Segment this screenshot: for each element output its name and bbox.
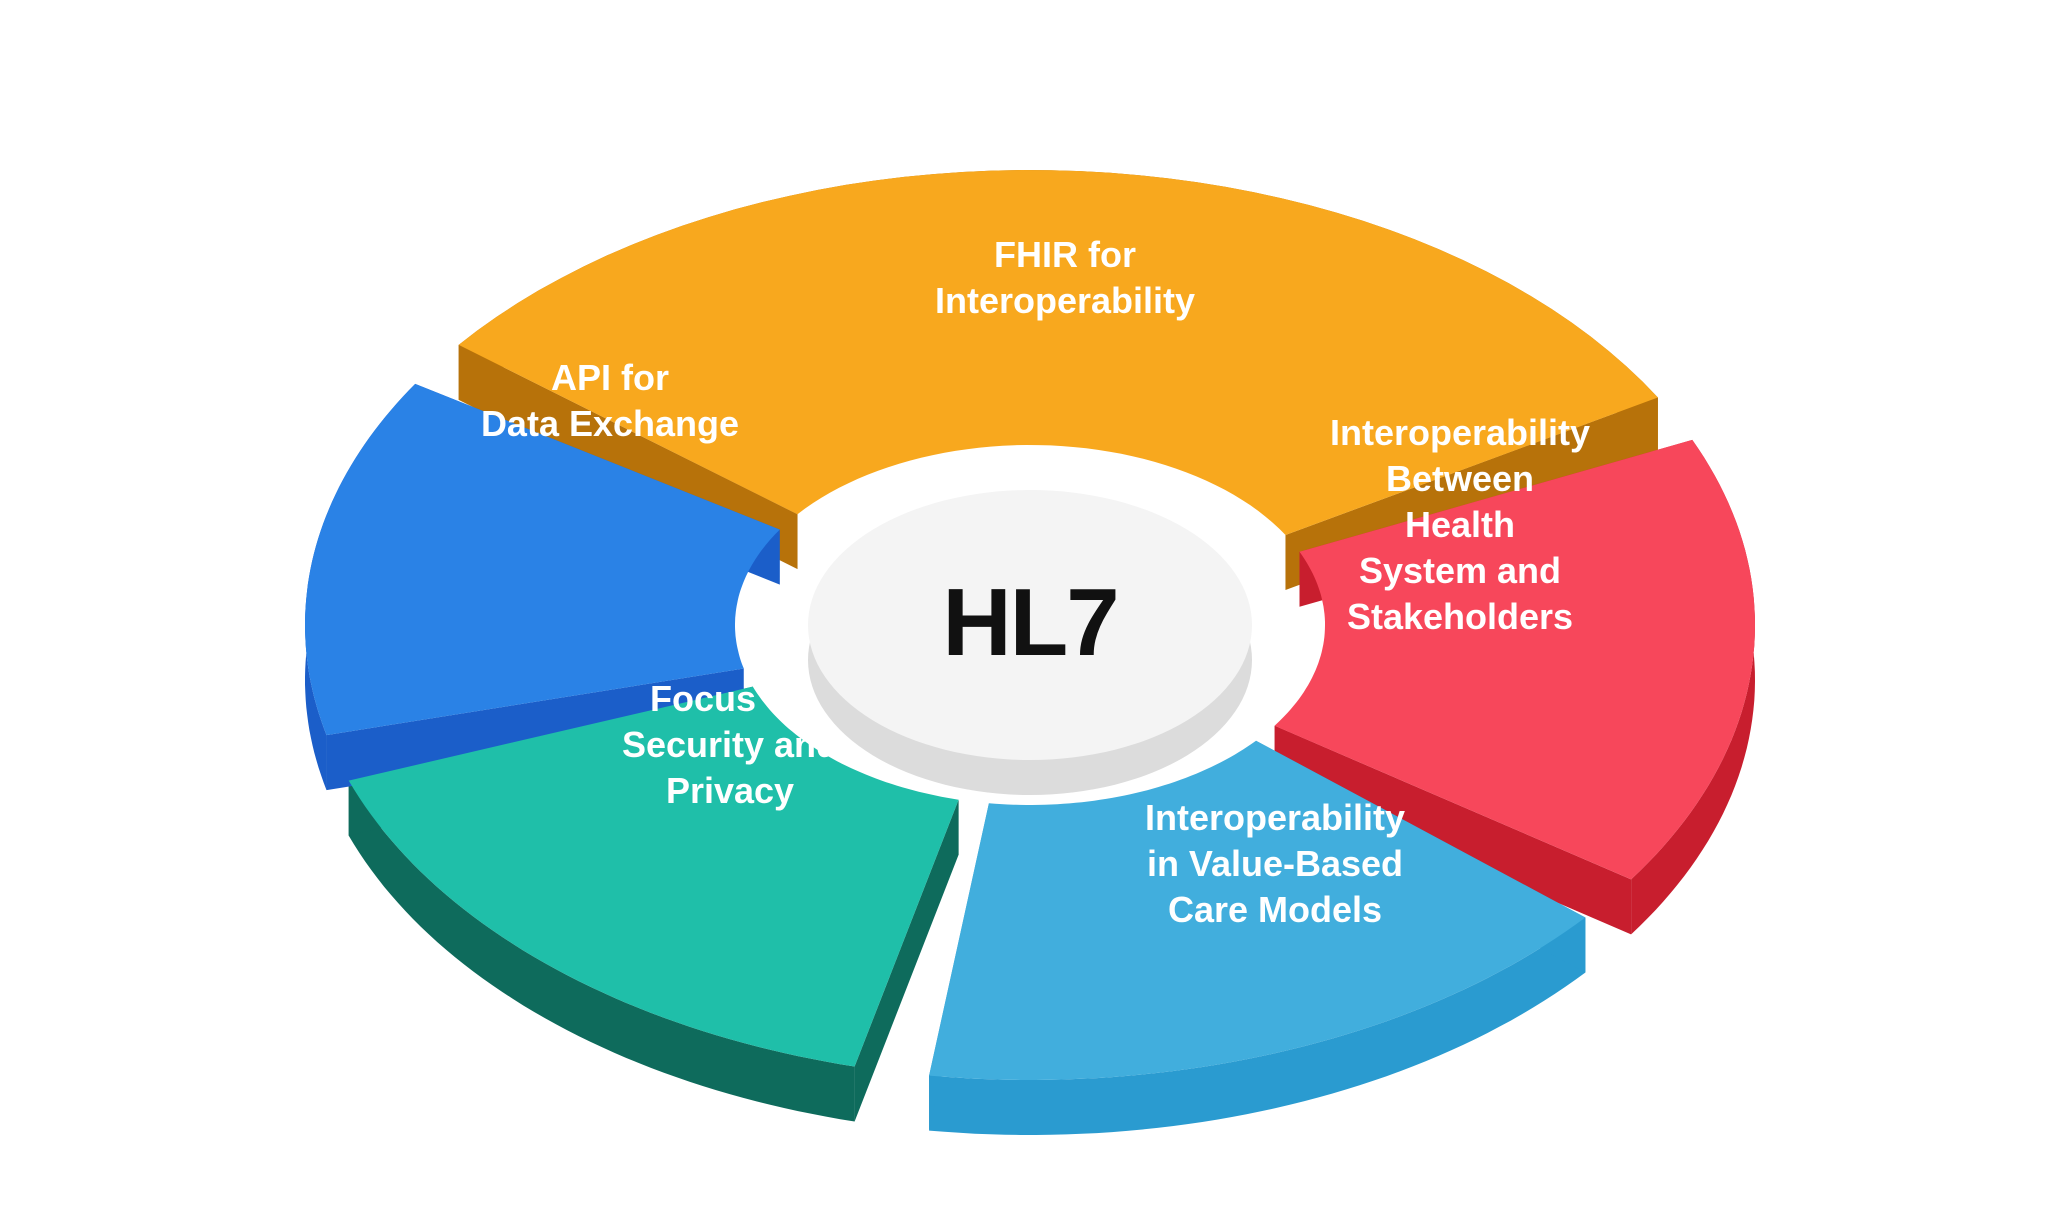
segment-tops-layer [305,170,1755,1080]
hub-top [808,490,1252,760]
segment-top-fhir [458,170,1658,535]
segment-top-security-privacy [348,686,959,1067]
segment-label-interop-health-system-line-3: Health [1405,504,1515,545]
segment-label-interop-health-system-line-2: Between [1386,458,1534,499]
segment-side-security-privacy [348,780,855,1122]
segment-top-value-based-care [929,740,1586,1080]
segment-label-interop-health-system-line-1: Interoperability [1330,412,1590,453]
segment-label-security-privacy-line-1: Focus on [650,678,810,719]
segment-label-fhir-line-2: Interoperability [935,280,1195,321]
segment-label-value-based-care-line-1: Interoperability [1145,797,1405,838]
segment-label-security-privacy-line-3: Privacy [666,770,794,811]
segment-top-api-data-exchange [305,383,780,736]
segment-label-value-based-care-line-3: Care Models [1168,889,1382,930]
segment-labels-layer: FHIR forInteroperabilityInteroperability… [481,234,1590,930]
segment-edge-security-privacy-start [854,799,959,1122]
segment-edge-api-data-exchange-start [326,668,744,791]
segment-label-value-based-care-line-2: in Value-Based [1147,843,1403,884]
segment-label-interop-health-system-line-5: Stakeholders [1347,596,1573,637]
segment-label-fhir-line-1: FHIR for [994,234,1136,275]
segment-side-value-based-care [929,917,1586,1135]
segment-label-interop-health-system-line-4: System and [1359,550,1561,591]
segment-edge-interop-health-system-end [1274,725,1632,935]
hub-label: HL7 [942,569,1117,676]
center-hub: HL7 [808,490,1252,795]
segment-label-api-data-exchange-line-1: API for [551,357,669,398]
segment-label-security-privacy-line-2: Security and [622,724,838,765]
segment-side-interop-health-system [1631,439,1755,935]
segment-label-api-data-exchange-line-2: Data Exchange [481,403,739,444]
segment-top-interop-health-system [1274,439,1755,880]
